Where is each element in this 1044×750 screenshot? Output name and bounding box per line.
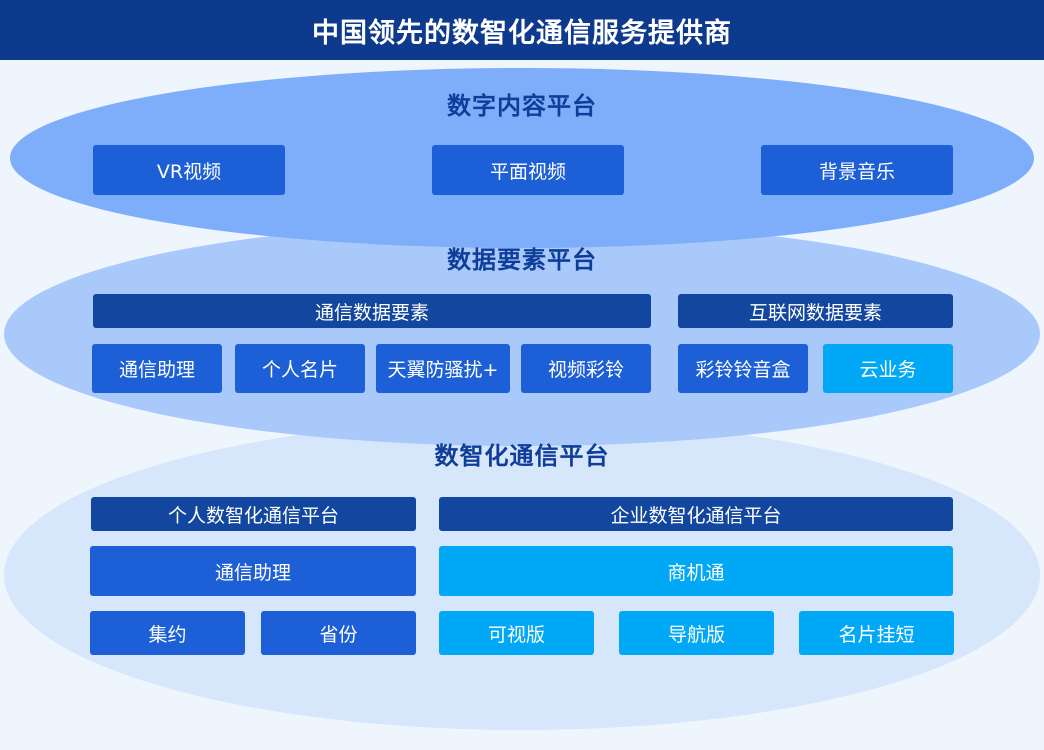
internet-data-header: 互联网数据要素 xyxy=(678,294,953,328)
data-item-cloud-service[interactable]: 云业务 xyxy=(823,344,953,393)
content-item-vr-video[interactable]: VR视频 xyxy=(93,145,285,195)
data-item-video-ringtone[interactable]: 视频彩铃 xyxy=(521,344,651,393)
enterprise-item-navigation[interactable]: 导航版 xyxy=(619,611,774,655)
enterprise-item-visual[interactable]: 可视版 xyxy=(439,611,594,655)
enterprise-item-card-sms[interactable]: 名片挂短 xyxy=(799,611,954,655)
data-item-anti-harassment[interactable]: 天翼防骚扰+ xyxy=(376,344,510,393)
comm-platform-title: 数智化通信平台 xyxy=(434,442,610,470)
content-item-bgm[interactable]: 背景音乐 xyxy=(761,145,953,195)
enterprise-main-business-opportunity[interactable]: 商机通 xyxy=(439,546,953,596)
data-item-business-card[interactable]: 个人名片 xyxy=(235,344,365,393)
page-header: 中国领先的数智化通信服务提供商 xyxy=(0,0,1044,60)
data-item-ringtone-box[interactable]: 彩铃铃音盒 xyxy=(678,344,808,393)
personal-item-centralized[interactable]: 集约 xyxy=(90,611,245,655)
content-platform-title: 数字内容平台 xyxy=(447,92,597,120)
telecom-data-header: 通信数据要素 xyxy=(93,294,651,328)
data-platform-ellipse xyxy=(4,222,1040,446)
personal-platform-header: 个人数智化通信平台 xyxy=(91,497,416,531)
enterprise-platform-header: 企业数智化通信平台 xyxy=(439,497,953,531)
personal-item-province[interactable]: 省份 xyxy=(261,611,416,655)
personal-main-comm-assistant[interactable]: 通信助理 xyxy=(90,546,416,596)
data-platform-title: 数据要素平台 xyxy=(447,246,597,274)
data-item-comm-assistant[interactable]: 通信助理 xyxy=(92,344,222,393)
content-item-flat-video[interactable]: 平面视频 xyxy=(432,145,624,195)
